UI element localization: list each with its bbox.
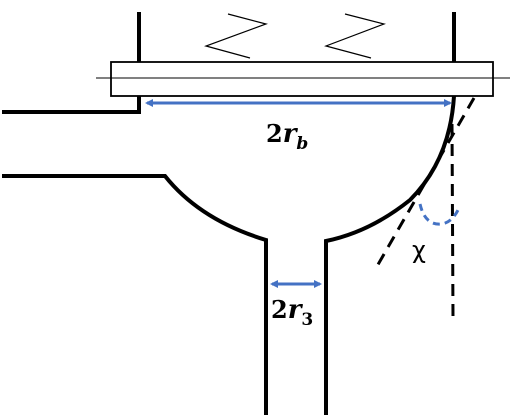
vertical-reference-line bbox=[450, 123, 455, 319]
right-spring bbox=[324, 13, 386, 59]
bubble-diameter-label: 2rb bbox=[266, 119, 308, 154]
outlet-diameter-symbol: r bbox=[288, 295, 304, 325]
bubble-curve bbox=[324, 95, 456, 415]
tangent-line bbox=[374, 97, 476, 269]
outlet-diameter-label: 2r3 bbox=[271, 295, 313, 330]
inlet-channel-wall bbox=[2, 174, 268, 415]
bubble-diameter-coef: 2 bbox=[266, 119, 283, 148]
outlet-diameter-subscript: 3 bbox=[301, 310, 313, 330]
left-chamber-wall bbox=[2, 12, 141, 114]
contact-angle-label: χ bbox=[412, 236, 426, 264]
outlet-diameter-coef: 2 bbox=[271, 295, 288, 324]
left-spring bbox=[204, 13, 268, 59]
bubble-diameter-symbol: r bbox=[283, 119, 299, 149]
plate bbox=[110, 61, 494, 97]
bubble-diameter-subscript: b bbox=[296, 134, 308, 154]
